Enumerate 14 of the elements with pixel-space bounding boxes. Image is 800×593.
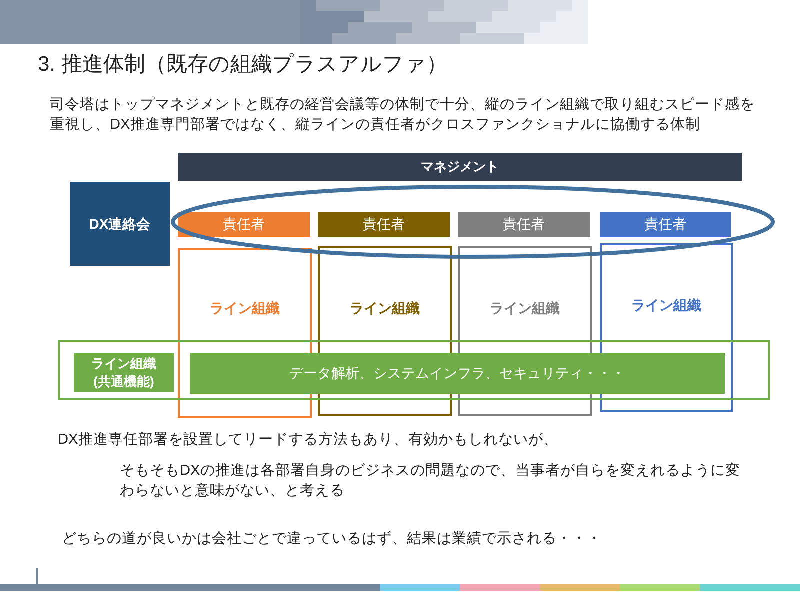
leader-box: 責任者	[458, 212, 590, 237]
note-text: DX推進専任部署を設置してリードする方法もあり、有効かもしれないが、	[58, 431, 560, 450]
note-text: 司令塔はトップマネジメントと既存の経営会議等の体制で十分、縦のライン組織で取り組むスピード感を重視し、DX推進専門部署ではなく、縦ラインの責任者がクロスファンクショナルに協働する体制	[50, 96, 756, 135]
common-function-label-box: ライン組織(共通機能)	[74, 353, 174, 392]
leader-box: 責任者	[178, 212, 310, 237]
note-text: そもそもDXの推進は各部署自身のビジネスの問題なので、当事者が自らを変えれるように変わらないと意味がない、と考える	[120, 462, 742, 501]
leader-box: 責任者	[318, 212, 450, 237]
slide-title: 3. 推進体制（既存の組織プラスアルファ）	[38, 52, 448, 78]
leader-box: 責任者	[600, 212, 731, 237]
management-bar: マネジメント	[178, 153, 742, 181]
common-function-bar: データ解析、システムインフラ、セキュリティ・・・	[190, 353, 725, 394]
note-text: どちらの道が良いかは会社ごとで違っているはず、結果は業績で示される・・・	[62, 530, 603, 549]
common-function-band	[58, 340, 770, 400]
council-box: DX連絡会	[70, 182, 170, 266]
